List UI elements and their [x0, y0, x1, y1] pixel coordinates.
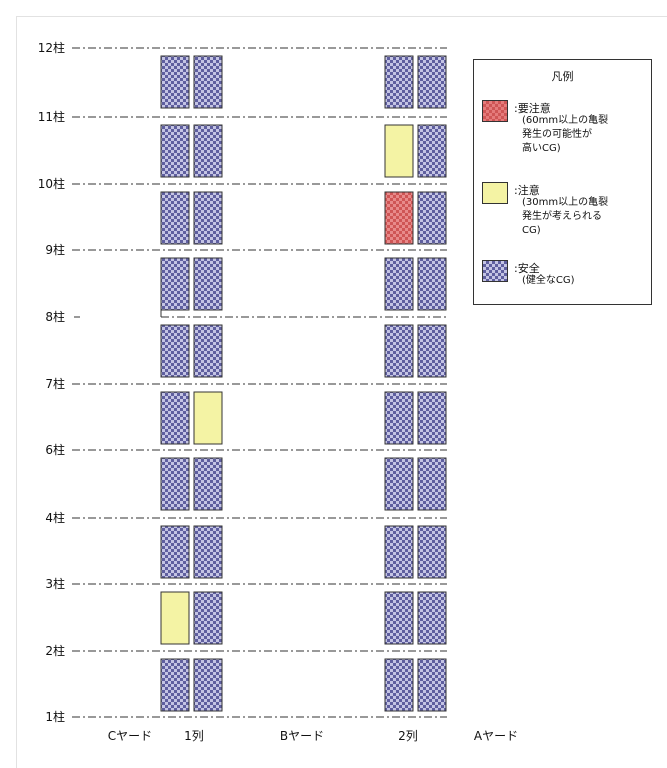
cg-block-safe: [417, 55, 447, 109]
bottom-label: Cヤード: [108, 729, 152, 743]
cg-block-safe: [384, 591, 414, 645]
legend-desc-line: CG): [522, 225, 541, 236]
cg-block-safe: [384, 658, 414, 712]
legend-desc-line: 発生が考えられる: [522, 211, 602, 222]
pillar-label: 9柱: [45, 242, 65, 257]
legend-desc-line: (健全なCG): [522, 275, 575, 286]
pillar-label: 12柱: [38, 40, 65, 55]
legend-desc-line: 高いCG): [522, 143, 561, 154]
legend-label-warn: :注意: [514, 184, 540, 197]
cg-block-safe: [193, 457, 223, 511]
cg-block-safe: [384, 457, 414, 511]
cg-block-safe: [193, 55, 223, 109]
pillar-label: 11柱: [38, 109, 65, 124]
cg-block-safe: [193, 191, 223, 245]
bottom-label: Aヤード: [474, 729, 518, 743]
bottom-label: Bヤード: [280, 729, 324, 743]
cg-block-safe: [384, 257, 414, 311]
cg-block-safe: [160, 324, 190, 378]
cg-block-safe: [160, 55, 190, 109]
cg-block-safe: [417, 191, 447, 245]
warn-swatch: [482, 182, 508, 204]
pillar-label: 4柱: [45, 510, 65, 525]
cg-block-safe: [417, 257, 447, 311]
pillar-label: 10柱: [38, 176, 65, 191]
cg-block-safe: [193, 525, 223, 579]
cg-blocks: [160, 55, 447, 712]
pillar-label: 7柱: [45, 376, 65, 391]
legend-desc-warn: (30mm以上の亀裂 発生が考えられる CG): [522, 196, 644, 238]
cg-block-safe: [160, 525, 190, 579]
cg-block-safe: [193, 257, 223, 311]
cg-block-safe: [160, 191, 190, 245]
legend-desc-danger: (60mm以上の亀裂 発生の可能性が 高いCG): [522, 114, 644, 156]
cg-block-danger: [384, 191, 414, 245]
cg-block-warn: [384, 124, 414, 178]
legend-label-danger: :要注意: [514, 102, 551, 115]
cg-block-safe: [417, 457, 447, 511]
bottom-label: 1列: [184, 729, 204, 743]
pillar-label: 2柱: [45, 643, 65, 658]
pillar-label: 8柱: [45, 309, 65, 324]
cg-block-safe: [417, 391, 447, 445]
legend-label-safe: :安全: [514, 262, 540, 275]
pillar-lines: [72, 47, 447, 718]
cg-block-safe: [160, 658, 190, 712]
danger-swatch: [482, 100, 508, 122]
legend-box: 凡例 :要注意 (60mm以上の亀裂 発生の可能性が 高いCG) :注意 (30…: [473, 59, 652, 305]
cg-block-safe: [193, 658, 223, 712]
cg-block-safe: [160, 124, 190, 178]
cg-block-safe: [160, 257, 190, 311]
legend-desc-line: (30mm以上の亀裂: [522, 197, 609, 208]
bottom-label: 2列: [398, 729, 418, 743]
cg-block-safe: [384, 55, 414, 109]
cg-block-safe: [417, 658, 447, 712]
pillar-label: 6柱: [45, 442, 65, 457]
cg-block-safe: [384, 324, 414, 378]
legend-title: 凡例: [551, 70, 574, 83]
cg-block-safe: [384, 525, 414, 579]
cg-block-safe: [193, 591, 223, 645]
cg-block-safe: [417, 591, 447, 645]
pillar-label: 1柱: [45, 709, 65, 724]
cg-block-safe: [160, 457, 190, 511]
cg-block-safe: [193, 124, 223, 178]
bottom-labels: Cヤード 1列 Bヤード 2列 Aヤード: [108, 729, 518, 743]
pillar-label: 3柱: [45, 576, 65, 591]
pillar-labels: 12柱 11柱 10柱 9柱 8柱 7柱 6柱 4柱 3柱 2柱 1柱: [38, 40, 65, 724]
legend-desc-line: (60mm以上の亀裂: [522, 115, 609, 126]
cg-block-safe: [384, 391, 414, 445]
cg-block-safe: [417, 525, 447, 579]
cg-block-warn: [160, 591, 190, 645]
cg-block-safe: [193, 324, 223, 378]
cg-block-safe: [417, 124, 447, 178]
cg-block-warn: [193, 391, 223, 445]
legend-desc-line: 発生の可能性が: [522, 129, 592, 140]
safe-swatch: [482, 260, 508, 282]
frame-border: [16, 16, 667, 768]
cg-block-safe: [417, 324, 447, 378]
cg-block-safe: [160, 391, 190, 445]
legend-desc-safe: (健全なCG): [522, 274, 644, 288]
